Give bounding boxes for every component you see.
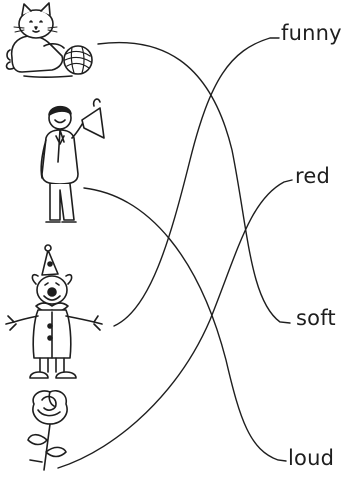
man-with-megaphone-icon: [40, 98, 105, 223]
word-funny: funny: [281, 21, 342, 45]
match-line-rose-to-red: [57, 179, 293, 469]
match-line-man-to-loud: [83, 187, 287, 462]
match-line-cat-to-soft: [97, 41, 291, 324]
clown-icon: [5, 244, 103, 379]
word-soft: soft: [296, 306, 336, 330]
rose-icon: [27, 389, 68, 471]
word-red: red: [295, 164, 331, 188]
match-line-clown-to-funny: [113, 37, 280, 327]
word-loud: loud: [288, 446, 335, 470]
cat-with-yarn-icon: [5, 2, 93, 78]
